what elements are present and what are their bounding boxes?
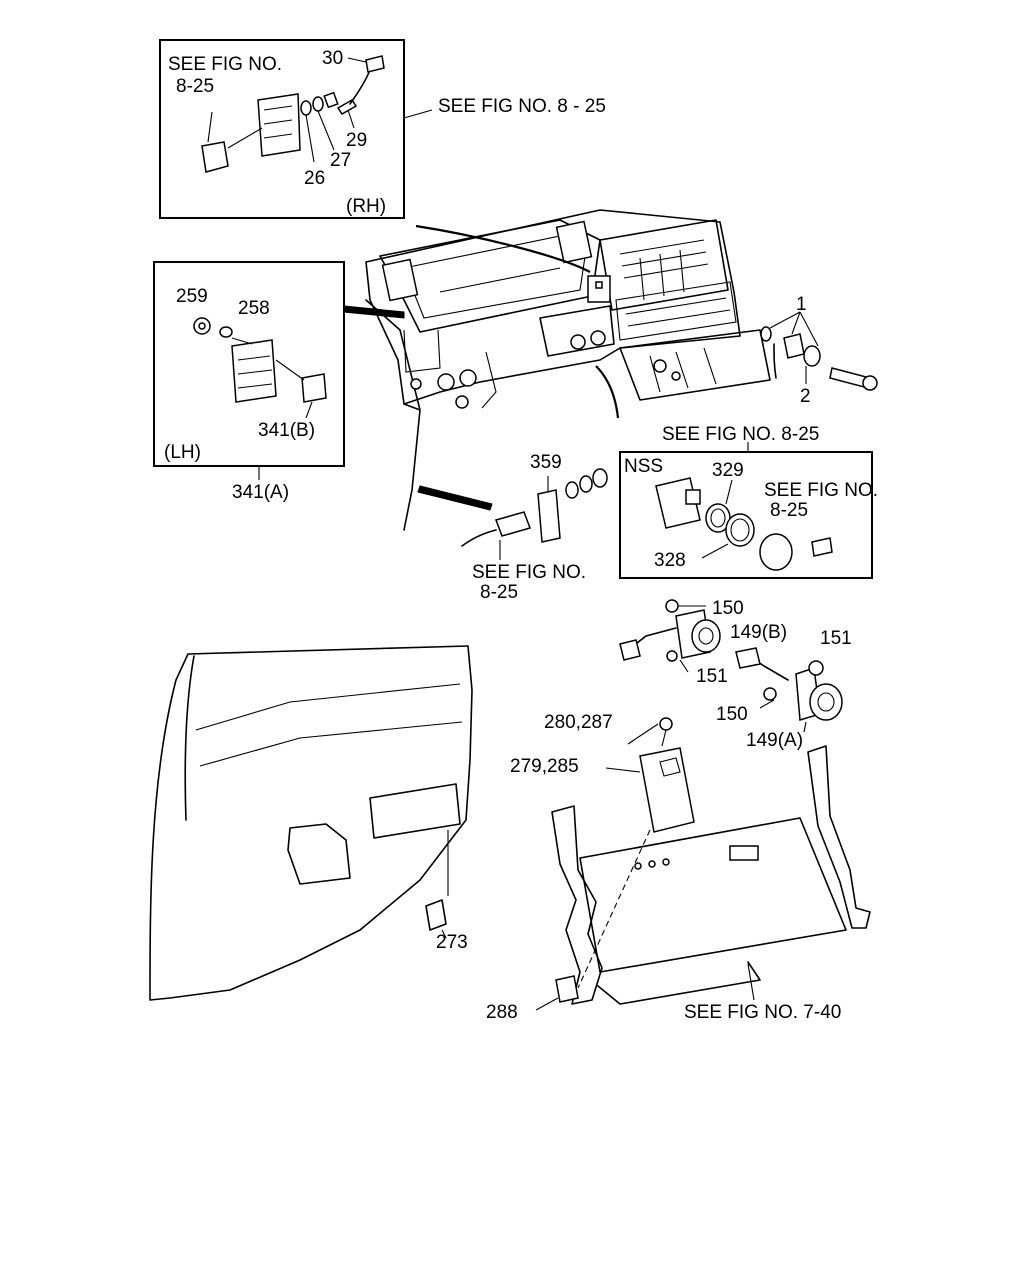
label-nss-inner-ref-num: 8-25 bbox=[770, 500, 808, 521]
label-part-329: 329 bbox=[712, 460, 744, 481]
callout-labels: SEE FIG NO. 8-25 (RH) SEE FIG NO. 8 - 25… bbox=[164, 48, 878, 1023]
label-rh-tag: (RH) bbox=[346, 196, 386, 217]
label-part-341b: 341(B) bbox=[258, 420, 315, 441]
lighter-assembly bbox=[760, 311, 878, 391]
label-part-328: 328 bbox=[654, 550, 686, 571]
label-rh-box-ref-num: 8-25 bbox=[176, 76, 214, 97]
unit-279-assembly bbox=[605, 717, 695, 833]
label-part-27: 27 bbox=[330, 150, 351, 171]
label-part-273: 273 bbox=[436, 932, 468, 953]
door-panel bbox=[149, 645, 473, 1001]
lh-pointer-arrow bbox=[343, 305, 405, 319]
nss-detail-inset bbox=[619, 451, 873, 579]
label-rh-side-ref: SEE FIG NO. 8 - 25 bbox=[438, 96, 606, 117]
label-part-30: 30 bbox=[322, 48, 343, 69]
label-rh-box-ref: SEE FIG NO. bbox=[168, 54, 282, 75]
rh-detail-inset bbox=[159, 39, 405, 219]
dashboard-assembly bbox=[365, 209, 771, 531]
label-part-341a: 341(A) bbox=[232, 482, 289, 503]
label-part-359: 359 bbox=[530, 452, 562, 473]
label-part-1: 1 bbox=[796, 294, 807, 315]
label-part-258: 258 bbox=[238, 298, 270, 319]
label-panel-ref: SEE FIG NO. 7-40 bbox=[684, 1002, 841, 1023]
label-switch-ref-num: 8-25 bbox=[480, 582, 518, 603]
label-lh-tag: (LH) bbox=[164, 442, 201, 463]
label-part-150-top: 150 bbox=[712, 598, 744, 619]
label-part-2: 2 bbox=[800, 386, 811, 407]
label-part-151-left: 151 bbox=[696, 666, 728, 687]
label-part-280-287: 280,287 bbox=[544, 712, 613, 733]
label-part-288: 288 bbox=[486, 1002, 518, 1023]
lh-detail-inset bbox=[153, 261, 345, 467]
lower-panel-assembly bbox=[535, 745, 871, 1011]
switch-359-assembly bbox=[417, 468, 608, 560]
label-part-151-right: 151 bbox=[820, 628, 852, 649]
label-part-149a: 149(A) bbox=[746, 730, 803, 751]
label-part-26: 26 bbox=[304, 168, 325, 189]
label-part-259: 259 bbox=[176, 286, 208, 307]
label-part-279-285: 279,285 bbox=[510, 756, 579, 777]
label-part-150-bottom: 150 bbox=[716, 704, 748, 725]
horn-assembly bbox=[619, 599, 843, 733]
label-part-149b: 149(B) bbox=[730, 622, 787, 643]
rh-ref-leader bbox=[403, 109, 433, 119]
label-switch-ref: SEE FIG NO. bbox=[472, 562, 586, 583]
label-nss: NSS bbox=[624, 456, 663, 477]
label-part-29: 29 bbox=[346, 130, 367, 151]
label-nss-inner-ref: SEE FIG NO. bbox=[764, 480, 878, 501]
label-nss-box-ref: SEE FIG NO. 8-25 bbox=[662, 424, 819, 445]
